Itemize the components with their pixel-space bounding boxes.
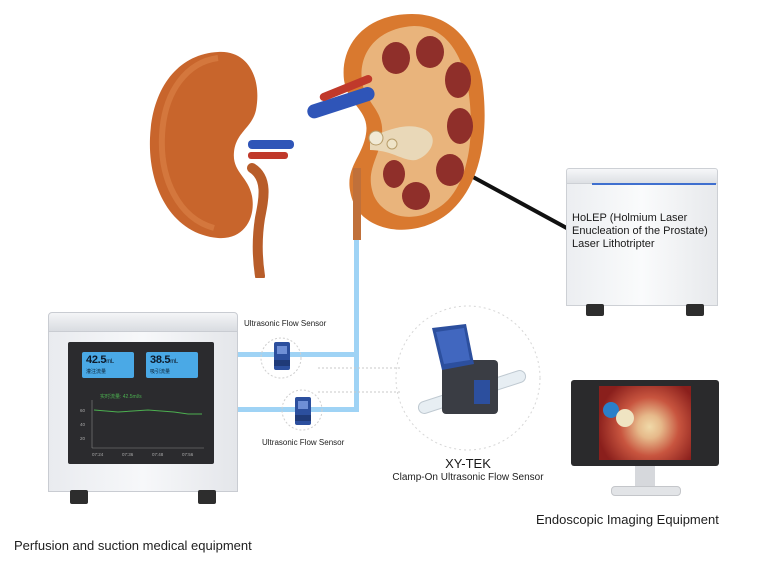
tube-upper (236, 352, 358, 357)
lower-flow-sensor (295, 397, 311, 425)
holep-label: HoLEP (Holmium Laser Enucleation of the … (572, 212, 708, 250)
perfusion-suction-device: 42.5mL 灌注流量 38.5mL 吸引流量 实时流量: 42.5ml/s 6… (48, 312, 238, 504)
monitor-stand-neck (635, 466, 655, 488)
perfusion-caption: Perfusion and suction medical equipment (14, 538, 252, 553)
chart-x-tick: 07:48 (152, 452, 164, 457)
chart-legend: 实时流量: 42.5ml/s (100, 393, 142, 400)
chart-series-line (93, 409, 202, 415)
holep-foot-left (586, 304, 604, 316)
flow-trend-chart: 实时流量: 42.5ml/s 60 40 20 07:24 07:36 07:4… (80, 393, 204, 457)
perfusion-value: 42.5 (86, 354, 107, 366)
sensor-highlight-upper (260, 337, 302, 379)
kidney-cross-section-illustration (307, 14, 485, 240)
kidney-exterior-illustration (149, 51, 294, 278)
perfusion-foot-right (198, 490, 216, 504)
xytek-sensor-illustration (417, 324, 527, 414)
perfusion-readout: 42.5mL 灌注流量 (82, 352, 134, 378)
suction-value: 38.5 (150, 354, 171, 366)
holep-foot-right (686, 304, 704, 316)
upper-flow-sensor (274, 342, 290, 370)
suction-readout-label: 吸引流量 (150, 369, 171, 375)
tube-vertical (354, 236, 359, 412)
monitor-stand-base (611, 486, 681, 496)
monitor-display (599, 386, 691, 460)
chart-x-tick: 07:36 (122, 452, 134, 457)
holep-laser-lithotripter: HoLEP (Holmium Laser Enucleation of the … (566, 168, 718, 316)
perfusion-unit: mL (106, 359, 114, 365)
perfusion-screen: 42.5mL 灌注流量 38.5mL 吸引流量 实时流量: 42.5ml/s 6… (68, 342, 214, 464)
upper-sensor-label: Ultrasonic Flow Sensor (244, 319, 327, 328)
sensor-zoom-circle (395, 305, 541, 451)
xytek-description: Clamp-On Ultrasonic Flow Sensor (392, 472, 544, 483)
holep-accent-line (592, 183, 716, 185)
endoscope-tip-icon (603, 402, 634, 427)
perfusion-readout-label: 灌注流量 (86, 369, 107, 375)
chart-x-tick: 07:24 (92, 452, 104, 457)
perfusion-top-panel (48, 312, 238, 332)
chart-y-tick: 60 (80, 408, 86, 413)
imaging-caption: Endoscopic Imaging Equipment (536, 512, 719, 527)
lower-sensor-label: Ultrasonic Flow Sensor (262, 438, 345, 447)
endoscopic-imaging-monitor (571, 380, 719, 498)
perfusion-foot-left (70, 490, 88, 504)
chart-y-tick: 40 (80, 422, 86, 427)
sensor-highlight-lower (281, 389, 323, 431)
chart-x-tick: 07:56 (182, 452, 194, 457)
chart-y-tick: 20 (80, 436, 86, 441)
holep-body (566, 184, 718, 306)
holep-top-panel (566, 168, 718, 184)
suction-readout: 38.5mL 吸引流量 (146, 352, 198, 378)
suction-unit: mL (170, 359, 178, 365)
xytek-brand: XY-TEK (445, 456, 491, 471)
